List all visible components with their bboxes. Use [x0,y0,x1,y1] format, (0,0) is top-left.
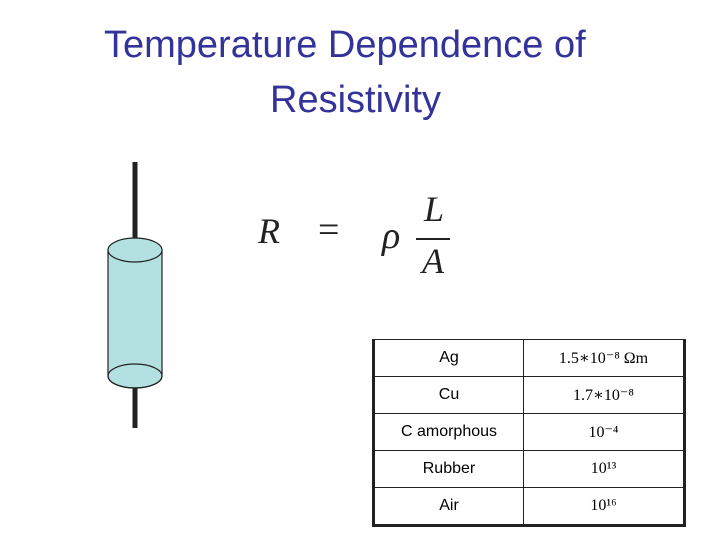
table-row: Ag 1.5∗10⁻⁸ Ωm [373,339,685,377]
formula-length: L [424,189,445,229]
material-cell: Ag [373,339,524,377]
table-row: Cu 1.7∗10⁻⁸ [373,376,685,414]
formula-equals: = [318,209,340,251]
resistivity-table: Ag 1.5∗10⁻⁸ Ωm Cu 1.7∗10⁻⁸ C amorphous 1… [372,339,686,527]
material-cell: Rubber [373,450,524,488]
title-line-1: Temperature Dependence of [104,24,586,66]
resistivity-cell: 1.5∗10⁻⁸ Ωm [523,339,685,377]
formula-resistance: R [258,211,280,251]
resistivity-cell: 10⁻⁴ [523,413,685,451]
cylinder-top [107,237,163,263]
material-cell: C amorphous [373,413,524,451]
formula-rho: ρ [382,215,401,257]
resistivity-cell: 10¹⁶ [523,487,685,526]
table-row: C amorphous 10⁻⁴ [373,413,685,451]
resistivity-cell: 10¹³ [523,450,685,488]
fraction-bar [416,238,450,240]
table-row: Air 10¹⁶ [373,487,685,526]
material-cell: Cu [373,376,524,414]
formula-area: A [422,241,444,281]
material-cell: Air [373,487,524,526]
resistivity-cell: 1.7∗10⁻⁸ [523,376,685,414]
table-row: Rubber 10¹³ [373,450,685,488]
title-line-2: Resistivity [270,79,442,121]
resistance-formula: R = ρ L A [250,189,470,290]
cylinder-bottom [107,363,163,389]
